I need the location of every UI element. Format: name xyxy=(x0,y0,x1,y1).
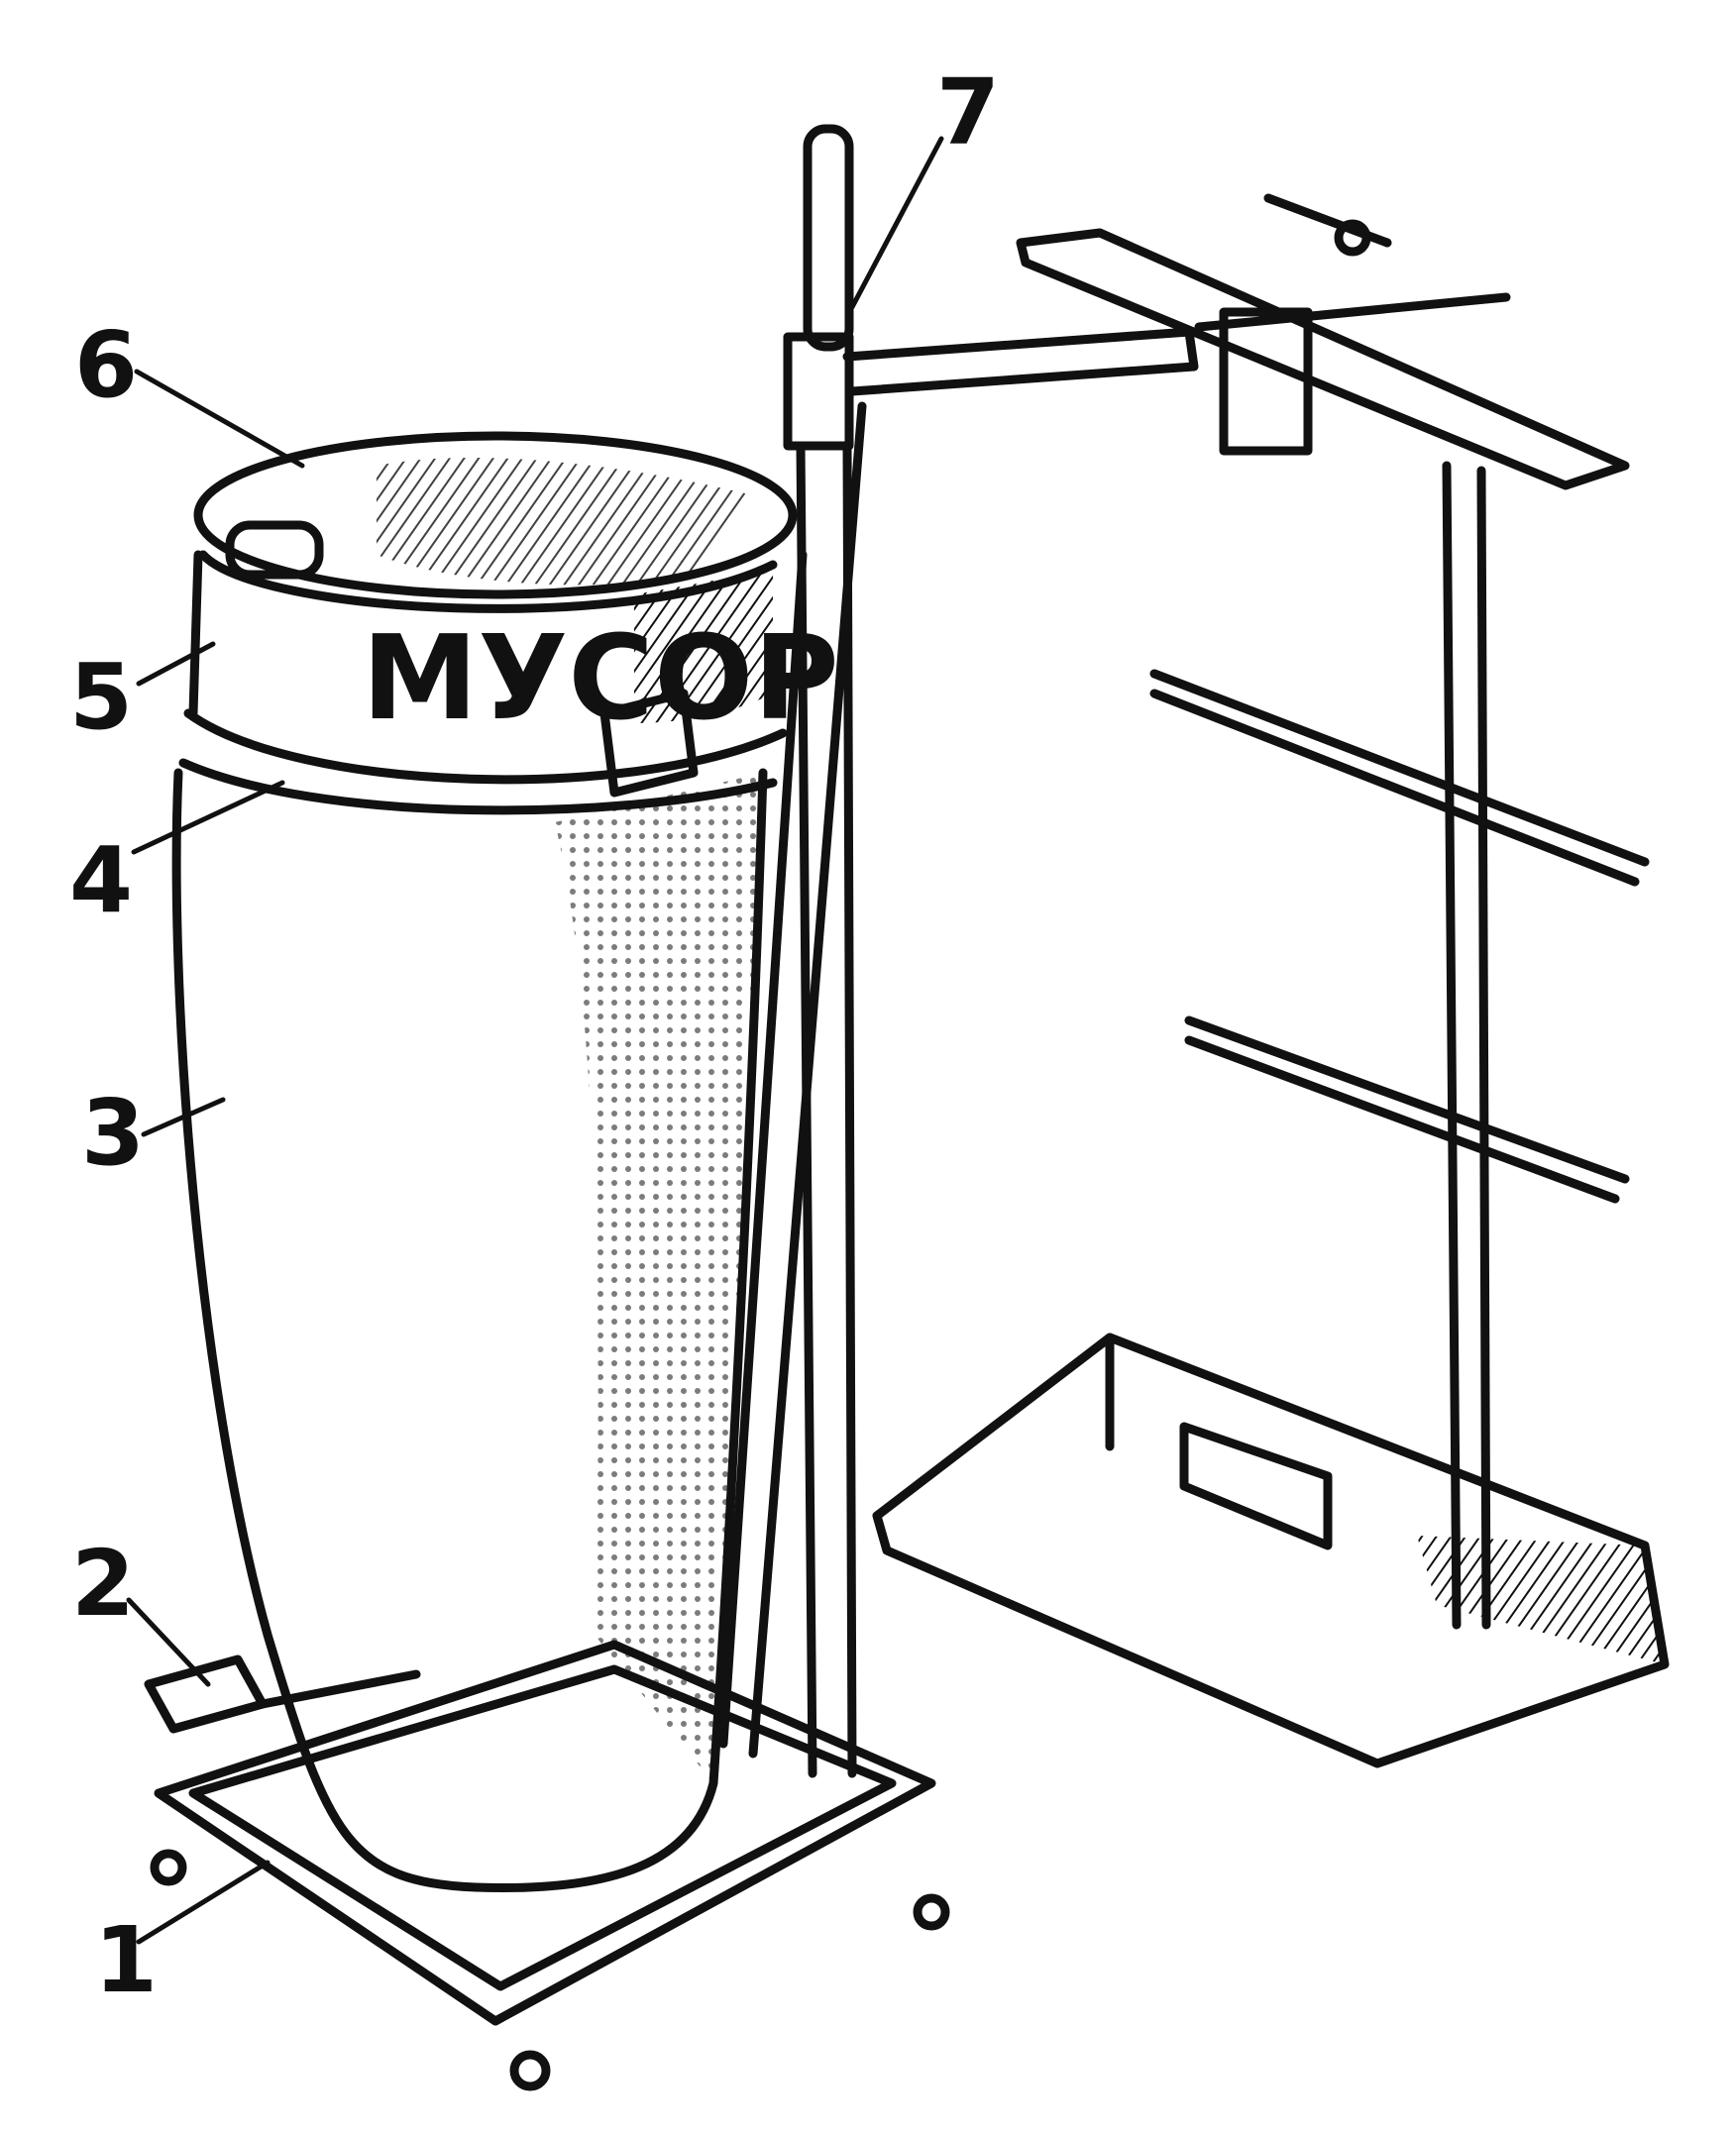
callout-4: 4 xyxy=(69,827,133,933)
pedal xyxy=(144,1655,268,1734)
ring xyxy=(183,708,788,785)
cart xyxy=(872,193,1670,1768)
callout-5: 5 xyxy=(69,644,133,750)
lid-handle xyxy=(225,520,324,580)
sign-text: МУСОР xyxy=(362,609,839,746)
rod-lower xyxy=(1184,1015,1630,1184)
callout-1: 1 xyxy=(94,1907,158,2013)
callout-3: 3 xyxy=(81,1080,145,1186)
callout-6: 6 xyxy=(74,312,138,418)
stand-post xyxy=(718,124,1199,1778)
base-frame xyxy=(154,1640,936,2026)
rod-upper xyxy=(1149,669,1650,867)
trash-bin xyxy=(144,431,950,2091)
clamp xyxy=(599,689,699,798)
leader-lines xyxy=(126,136,944,1945)
callout-2: 2 xyxy=(71,1531,135,1637)
callout-7: 7 xyxy=(936,59,1000,165)
top-tray xyxy=(1016,228,1630,490)
lid xyxy=(193,431,798,599)
